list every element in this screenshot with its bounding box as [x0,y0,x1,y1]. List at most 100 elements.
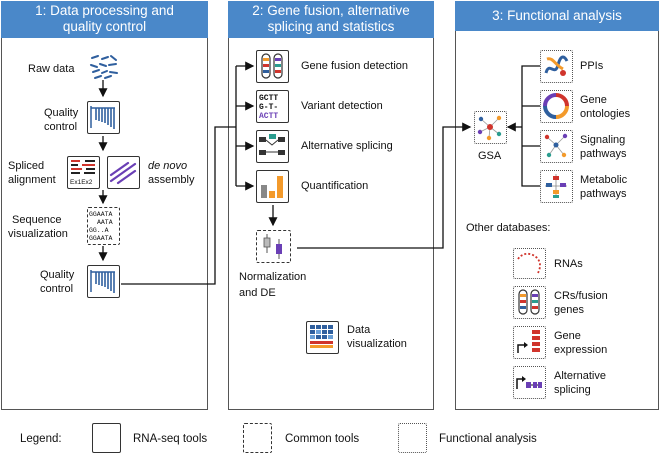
variant-detection-tool[interactable]: GCTT G-T- ACTT [256,90,289,123]
seqvis-label-line1: Sequence [12,214,62,226]
raw-data-label: Raw data [28,63,75,75]
legend-rnaseq-label: RNA-seq tools [133,433,208,445]
legend-title: Legend: [20,433,62,445]
spliced-alignment-tool[interactable]: Ex1Ex2 [67,156,100,189]
seq-line-2: AATA [97,219,113,226]
chromosome-fusion-icon [518,289,540,315]
quality-bars-icon [90,106,115,129]
panel2-title-line2: splicing and statistics [267,19,395,34]
alt-splicing-db-line2: splicing [554,384,591,396]
splicing-exons-icon [259,134,285,155]
variant-sequence-icon: GCTT G-T- ACTT [259,94,278,121]
gene-expression-line1: Gene [554,330,581,342]
quality-control-tool-1[interactable] [87,101,120,134]
quantification-bars-icon [261,176,283,198]
normalization-label-line1: Normalization [239,271,307,283]
gene-fusion-label: Gene fusion detection [301,60,409,72]
boxplot-icon [263,234,282,259]
seqvis-label-line2: visualization [8,228,68,240]
other-databases-label: Other databases: [466,222,551,234]
seq-line-1: GGAATA [89,211,113,218]
gene-fusion-tool[interactable] [256,50,289,83]
metabolic-pathways-line1: Metabolic [580,174,628,186]
panel1-title-line2: quality control [62,19,147,34]
signaling-pathways-line1: Signaling [580,134,626,146]
gene-ontologies-line2: ontologies [580,108,631,120]
rnas-label: RNAs [554,258,583,270]
panel-data-processing-header: 1: Data processing and quality control [1,1,208,38]
quantification-tool[interactable] [256,170,289,203]
quality-control-tool-2[interactable] [87,265,120,298]
normalization-label-line2: and DE [239,287,276,299]
alternative-splicing-database[interactable] [513,366,546,399]
gene-ontologies-line1: Gene [580,94,607,106]
metabolic-map-icon [545,174,567,198]
signaling-network-icon [544,133,568,158]
gene-ontologies-database[interactable] [540,90,573,123]
de-novo-label: de novo [148,160,188,172]
alt-splicing-db-line1: Alternative [554,370,606,382]
qc1-label-line2: control [44,121,78,133]
data-visualization-line2: visualization [347,338,407,350]
ontology-ring-icon [543,93,569,119]
legend-swatch-rnaseq [92,423,121,453]
panel1-title-line1: 1: Data processing and [35,3,174,18]
exon-alignment-icon: Ex1Ex2 [70,160,95,186]
signaling-pathways-database[interactable] [540,130,573,163]
assembly-contigs-icon [109,161,137,185]
crs-fusion-line1: CRs/fusion [554,290,608,302]
qc1-label-line1: Quality [44,107,79,119]
data-visualization-tool[interactable] [306,321,339,354]
protein-structure-icon [544,55,569,76]
panel2-title-line1: 2: Gene fusion, alternative [252,3,410,18]
chromosome-fusion-icon [261,53,283,79]
heatmap-icon [310,325,333,348]
crs-fusion-genes-database[interactable] [513,286,546,319]
de-novo-assembly-tool[interactable] [107,156,140,189]
legend-common-label: Common tools [285,433,360,445]
seq-line-4: GGAATA [89,235,113,242]
panel-functional-analysis-header: 3: Functional analysis [455,1,659,31]
alternative-splicing-label: Alternative splicing [301,140,393,152]
splice-variant-icon [516,376,542,389]
sequence-visualization-tool[interactable]: GGAATA AATA GG..A GGAATA [87,207,120,245]
normalization-de-tool[interactable] [256,230,291,263]
gsa-label: GSA [478,150,502,162]
ppis-database[interactable] [540,50,573,83]
panel-data-processing [1,1,208,410]
metabolic-pathways-database[interactable] [540,170,573,203]
legend-swatch-functional [398,423,427,453]
variant-line-2: G-T- [259,103,278,112]
alternative-splicing-tool[interactable] [256,130,289,163]
crs-fusion-line2: genes [554,304,584,316]
gene-expression-icon [517,330,540,353]
sequence-text-icon: GGAATA AATA GG..A GGAATA [89,211,113,242]
gene-expression-database[interactable] [513,326,546,359]
gene-expression-line2: expression [554,344,608,356]
raw-reads-icon [89,54,119,80]
qc2-label-line2: control [40,283,74,295]
variant-detection-label: Variant detection [301,100,383,112]
panel3-title: 3: Functional analysis [492,8,622,23]
seq-line-3: GG..A [89,227,109,234]
quality-bars-icon [90,270,115,293]
rnas-database[interactable] [513,248,546,279]
variant-line-1: GCTT [259,94,278,103]
legend-functional-label: Functional analysis [439,433,537,445]
spliced-alignment-line1: Spliced [8,160,45,172]
gene-set-network-icon [477,115,502,141]
spliced-alignment-line2: alignment [8,174,56,186]
ppis-label: PPIs [580,60,604,72]
gsa-tool[interactable] [474,111,507,144]
panel-gene-fusion-header: 2: Gene fusion, alternative splicing and… [228,1,434,38]
legend-swatch-common [243,423,272,453]
data-visualization-line1: Data [347,324,371,336]
assembly-label: assembly [148,174,195,186]
variant-line-3: ACTT [259,112,278,121]
exon-label-text: Ex1Ex2 [70,179,93,186]
rna-strand-icon [517,252,541,274]
qc2-label-line1: Quality [40,269,75,281]
signaling-pathways-line2: pathways [580,148,627,160]
quantification-label: Quantification [301,180,369,192]
metabolic-pathways-line2: pathways [580,188,627,200]
